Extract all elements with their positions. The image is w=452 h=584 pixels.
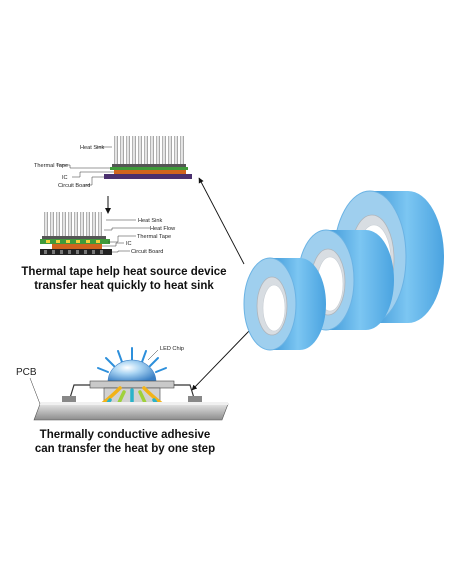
pcb-board [33,403,229,421]
middle-label-circuit-board: Circuit Board [131,249,163,255]
top-heat-sink-diagram: Heat Sink Thermal Tape IC Circuit Board [34,136,192,214]
tape-caption-line-2: transfer heat quickly to heat sink [34,280,214,292]
tape-roll-small [243,257,326,351]
led-leads [69,384,195,399]
tape-caption-line-1: Thermal tape help heat source device [21,266,227,278]
pcb-label: PCB [16,367,37,378]
thermal-tape-layer [110,167,188,170]
solder-pad-right [188,396,202,402]
led-pcb-diagram: LED Chip PCB [16,346,229,421]
ic-layer [114,170,186,174]
arrow-to-heat-sink [198,177,245,265]
heat-flow-zone [40,239,110,244]
led-dome [107,359,157,383]
ic-layer [52,244,102,249]
heat-sink-fins [112,136,186,167]
heat-sink-fins [42,212,106,239]
middle-label-thermal-tape: Thermal Tape [137,234,171,240]
middle-label-lines [102,219,150,253]
pointer-arrows [191,177,251,391]
arrow-to-led [191,329,251,391]
led-chip-label: LED Chip [160,346,184,352]
pcb-leader [29,377,41,405]
solder-pad-left [62,396,76,402]
led-chip-leader [147,349,159,361]
tape-caption: Thermal tape help heat source device tra… [20,265,228,293]
led-base [89,380,175,389]
top-label-circuit-board: Circuit Board [58,183,90,189]
top-label-ic: IC [62,175,68,181]
middle-label-heat-flow: Heat Flow [150,226,176,232]
middle-label-ic: IC [126,241,132,247]
circuit-board-layer [104,174,192,179]
middle-label-heat-sink: Heat Sink [138,218,162,224]
top-label-heat-sink: Heat Sink [80,145,104,151]
top-label-lines [56,146,114,186]
top-label-thermal-tape: Thermal Tape [34,163,68,169]
adhesive-caption-line-2: can transfer the heat by one step [34,443,216,455]
pcb-board-top [40,402,228,405]
adhesive-caption: Thermally conductive adhesive can transf… [20,428,230,456]
circuit-board-layer [40,249,112,255]
light-rays-icon [97,347,167,373]
middle-heat-sink-diagram: Heat Sink Heat Flow Thermal Tape IC Circ… [40,212,176,255]
down-arrow-icon [105,196,111,214]
adhesive-caption-line-1: Thermally conductive adhesive [39,429,211,441]
